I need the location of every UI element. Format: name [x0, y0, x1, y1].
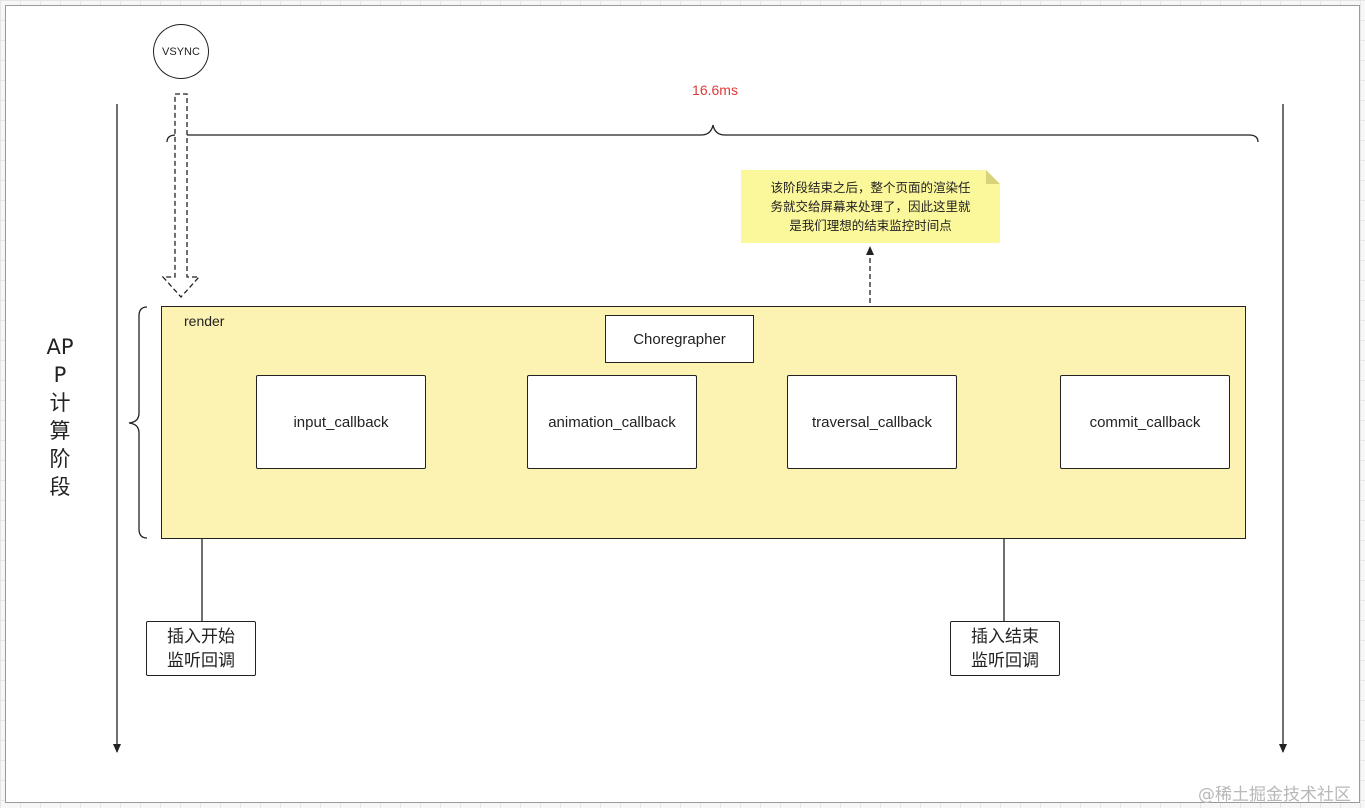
input-callback-box: input_callback	[256, 375, 426, 469]
choreographer-label: Choregrapher	[633, 330, 726, 348]
watermark: @稀土掘金技术社区	[1198, 785, 1351, 805]
start-hook-line-1: 插入开始	[167, 626, 235, 647]
start-hook-box: 插入开始 监听回调	[146, 621, 256, 676]
animation-callback-box: animation_callback	[527, 375, 697, 469]
commit-callback-box: commit_callback	[1060, 375, 1230, 469]
note-line-2: 务就交给屏幕来处理了，因此这里就	[770, 199, 971, 214]
vsync-dashed-arrow	[161, 93, 201, 298]
frame-duration-label: 16.6ms	[692, 82, 738, 98]
end-hook-box: 插入结束 监听回调	[950, 621, 1060, 676]
end-hook-line-1: 插入结束	[971, 626, 1039, 647]
input-callback-label: input_callback	[293, 413, 389, 431]
start-hook-line-2: 监听回调	[167, 650, 235, 671]
sticky-note: 该阶段结束之后，整个页面的渲染任 务就交给屏幕来处理了，因此这里就 是我们理想的…	[741, 170, 1000, 243]
note-line-1: 该阶段结束之后，整个页面的渲染任	[770, 180, 971, 195]
duration-brace	[166, 124, 1259, 143]
traversal-callback-label: traversal_callback	[811, 413, 933, 431]
app-phase-brace	[128, 306, 148, 539]
end-hook-line-2: 监听回调	[971, 650, 1039, 671]
animation-callback-label: animation_callback	[548, 413, 676, 431]
commit-callback-label: commit_callback	[1089, 413, 1201, 431]
choreographer-box: Choregrapher	[605, 315, 754, 363]
traversal-callback-box: traversal_callback	[787, 375, 957, 469]
vsync-signal-node: VSYNC	[153, 24, 209, 79]
note-line-3: 是我们理想的结束监控时间点	[789, 218, 952, 233]
app-phase-label: APP计算阶段	[46, 335, 74, 499]
render-label: render	[184, 313, 225, 329]
vsync-label: VSYNC	[162, 45, 200, 58]
